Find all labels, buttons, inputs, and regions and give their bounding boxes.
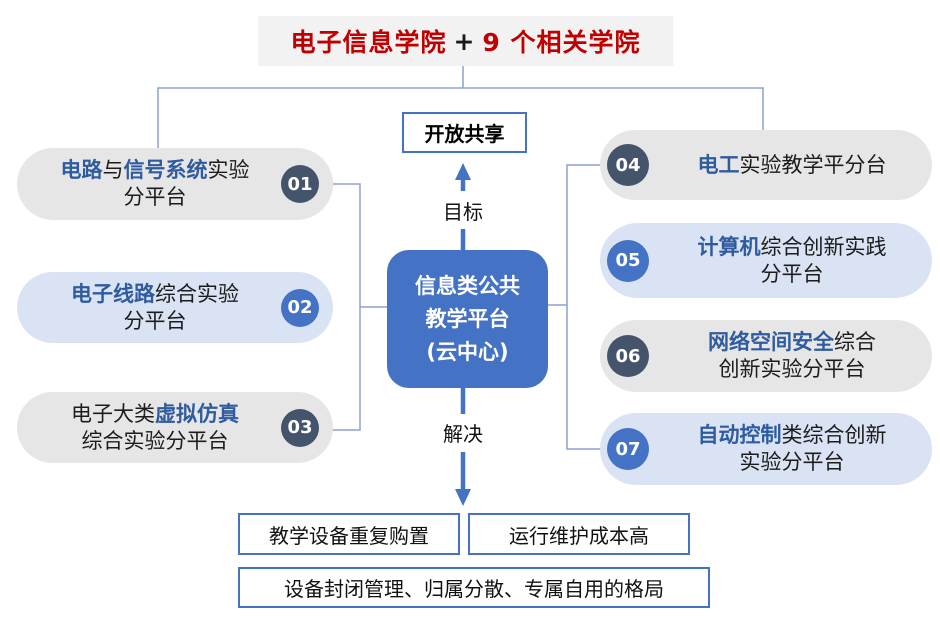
- right-trunk-line: [566, 164, 606, 450]
- platform-06-number-badge: 06: [607, 335, 649, 377]
- hub-line1: 信息类公共: [415, 273, 520, 298]
- solve-label: 解决: [443, 422, 483, 446]
- platform-03-label: 电子大类虚拟仿真: [71, 401, 239, 426]
- college-header: 电子信息学院 + 9 个相关学院: [258, 16, 673, 66]
- platform-06-label-line2: 创新实验分平台: [718, 357, 866, 381]
- arrow-down-icon: [455, 388, 471, 506]
- platform-card-04: 电工实验教学平分台 04: [600, 130, 932, 200]
- bracket-line: [157, 87, 764, 148]
- hub-line3: (云中心): [426, 339, 509, 364]
- platform-07-label: 自动控制类综合创新: [697, 423, 887, 447]
- goal-box: 开放共享: [402, 112, 527, 153]
- goal-label: 目标: [443, 200, 483, 224]
- platform-07-label-line2: 实验分平台: [739, 450, 845, 474]
- problem-box-3: 设备封闭管理、归属分散、专属自用的格局: [238, 567, 710, 608]
- platform-03-number-badge: 03: [281, 408, 319, 447]
- platform-card-01: 电路与信号系统实验 分平台 01: [17, 148, 333, 220]
- platform-04-number-badge: 04: [607, 144, 649, 186]
- platform-01-label-line2: 分平台: [123, 185, 187, 209]
- header-part2: 9 个相关学院: [482, 28, 641, 57]
- platform-01-label: 电路与信号系统实验: [60, 158, 250, 182]
- platform-04-label: 电工实验教学平分台: [697, 152, 887, 177]
- platform-card-07: 自动控制类综合创新 实验分平台 07: [600, 413, 932, 485]
- arrow-up-icon: [455, 163, 471, 250]
- platform-02-label-line2: 分平台: [123, 308, 187, 333]
- platform-07-number-badge: 07: [607, 428, 649, 470]
- platform-05-label: 计算机综合创新实践: [697, 234, 887, 259]
- platform-card-03: 电子大类虚拟仿真 综合实验分平台 03: [17, 392, 333, 463]
- platform-02-number-badge: 02: [281, 288, 319, 327]
- header-part1: 电子信息学院: [290, 28, 447, 57]
- hub-line2: 教学平台: [425, 306, 510, 331]
- platform-card-02: 电子线路综合实验 分平台 02: [17, 272, 333, 343]
- problem-box-2: 运行维护成本高: [468, 513, 690, 555]
- platform-05-number-badge: 05: [607, 239, 649, 282]
- platform-03-label-line2: 综合实验分平台: [81, 428, 229, 453]
- header-plus: +: [453, 26, 476, 56]
- platform-06-label: 网络空间安全综合: [708, 330, 876, 354]
- problem-box-1: 教学设备重复购置: [238, 513, 460, 555]
- platform-card-05: 计算机综合创新实践 分平台 05: [600, 223, 932, 298]
- hub-box: 信息类公共 教学平台 (云中心): [387, 250, 548, 388]
- platform-01-number-badge: 01: [281, 165, 319, 203]
- platform-05-label-line2: 分平台: [760, 261, 824, 286]
- platform-02-label: 电子线路综合实验: [71, 281, 239, 306]
- platform-card-06: 网络空间安全综合 创新实验分平台 06: [600, 320, 932, 392]
